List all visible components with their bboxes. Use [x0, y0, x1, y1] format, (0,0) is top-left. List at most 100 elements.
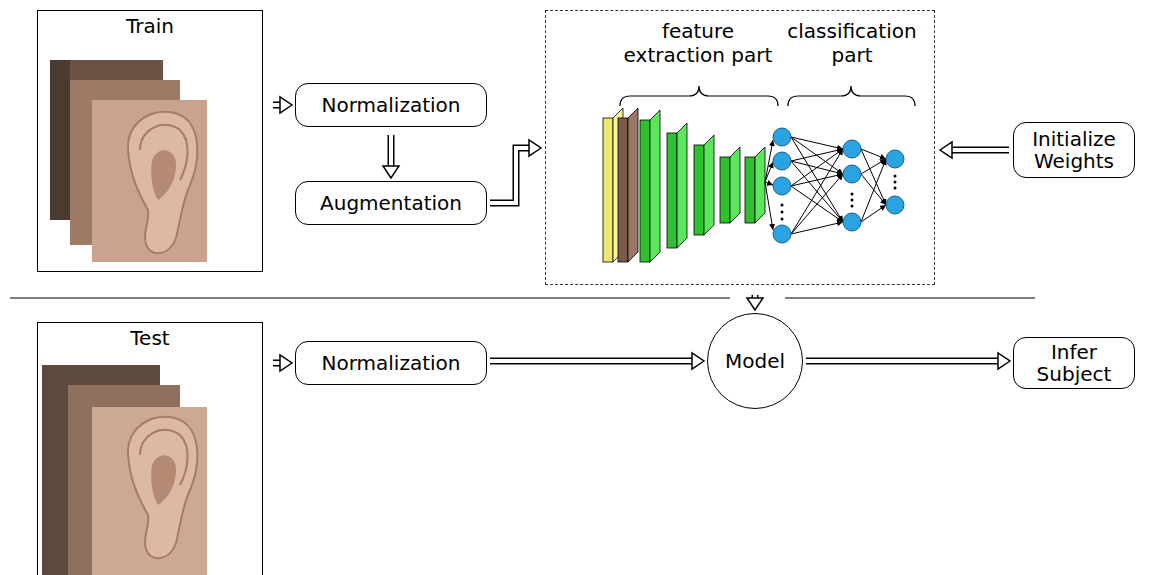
- separator-line: [10, 297, 730, 298]
- curly-brace: [620, 86, 778, 106]
- box-label: Normalization: [322, 352, 461, 374]
- dense-connections: [765, 182, 773, 230]
- dense-connections: [791, 137, 843, 174]
- ellipsis-dots: [894, 181, 897, 184]
- hollow-arrow: [747, 295, 763, 310]
- ellipsis-dots: [894, 187, 897, 190]
- cnn-layers: [640, 120, 650, 262]
- arrow-head: [747, 298, 763, 310]
- arrow-head: [998, 353, 1010, 369]
- hollow-arrow: [806, 353, 1010, 369]
- dense-connections: [791, 174, 843, 186]
- dense-connections: [791, 149, 843, 186]
- output-box: Infer Subject: [1013, 337, 1135, 389]
- arrow-inner: [490, 148, 530, 203]
- hollow-arrow: [490, 140, 541, 203]
- box-label: Model: [725, 350, 785, 372]
- cnn-layers: [628, 108, 638, 262]
- test-images: [92, 407, 207, 575]
- neurons: [773, 225, 791, 243]
- cnn-layers: [603, 118, 613, 262]
- part-label: feature extraction part: [613, 19, 783, 67]
- train-images: [92, 100, 207, 262]
- process-box: Initialize Weights: [1013, 122, 1135, 178]
- dense-connections: [861, 205, 886, 222]
- neurons: [773, 128, 791, 146]
- neurons: [886, 150, 904, 168]
- neurons: [843, 140, 861, 158]
- neurons: [843, 213, 861, 231]
- arrow-outline: [388, 135, 395, 167]
- cnn-layers: [677, 123, 687, 248]
- hollow-arrow: [490, 353, 704, 369]
- box-label: Normalization: [322, 94, 461, 116]
- box-label: Initialize Weights: [1021, 128, 1127, 172]
- train-images: [128, 112, 197, 253]
- arrow-inner: [389, 135, 393, 167]
- model-circle: Model: [707, 313, 803, 409]
- dense-connections: [791, 149, 843, 234]
- arrow-head: [280, 97, 292, 113]
- dense-connections: [791, 222, 843, 234]
- ellipsis-dots: [781, 211, 784, 214]
- cnn-layers: [618, 118, 628, 262]
- process-box: Normalization: [295, 341, 487, 385]
- hollow-arrow: [383, 135, 399, 178]
- hollow-arrow: [940, 142, 1009, 158]
- cnn-layers: [694, 145, 704, 235]
- cnn-layers: [745, 157, 755, 223]
- dense-connections: [765, 137, 886, 234]
- network-box: feature extraction partclassification pa…: [545, 10, 935, 285]
- process-box: Augmentation: [295, 181, 487, 225]
- ellipsis-dots: [851, 199, 854, 202]
- ellipsis-dots: [781, 175, 897, 221]
- cnn-layers: [720, 157, 730, 223]
- arrow-head: [383, 166, 399, 178]
- arrow-head: [940, 142, 952, 158]
- cnn-layers: [730, 147, 740, 223]
- ellipsis-dots: [851, 205, 854, 208]
- ellipsis-dots: [781, 218, 784, 221]
- arrow-inner: [490, 359, 693, 363]
- ellipsis-dots: [851, 193, 854, 196]
- arrow-inner: [806, 359, 999, 363]
- train-images: [50, 60, 70, 220]
- neurons: [773, 177, 791, 195]
- hollow-arrow: [273, 355, 292, 371]
- arrow-head: [692, 353, 704, 369]
- dense-connections: [861, 149, 886, 205]
- process-box: Normalization: [295, 83, 487, 127]
- arrow-outline: [951, 147, 1009, 154]
- dense-connections: [765, 182, 773, 185]
- hollow-arrow: [273, 97, 292, 113]
- dense-connections: [765, 162, 773, 182]
- separator-line: [785, 297, 1035, 298]
- dense-connections: [791, 137, 843, 222]
- dense-connections: [861, 159, 886, 222]
- neurons: [773, 128, 904, 243]
- arrow-inner: [951, 148, 1009, 152]
- train-images: [50, 60, 207, 262]
- box-label: Infer Subject: [1021, 341, 1127, 385]
- input-panel: Train: [37, 10, 263, 272]
- arrow-head: [529, 140, 541, 156]
- cnn-layers: [650, 110, 660, 262]
- neurons: [843, 165, 861, 183]
- curly-brace: [788, 86, 915, 106]
- ellipsis-dots: [894, 175, 897, 178]
- cnn-layers: [704, 135, 714, 235]
- cnn-layers: [755, 147, 765, 223]
- dense-connections: [861, 159, 886, 174]
- test-images: [128, 417, 197, 558]
- box-label: Augmentation: [320, 192, 462, 214]
- arrow-outline: [490, 148, 530, 203]
- neurons: [886, 196, 904, 214]
- arrow-outline: [490, 358, 693, 365]
- cnn-layers: [667, 133, 677, 248]
- neurons: [773, 152, 791, 170]
- arrow-outline: [806, 358, 999, 365]
- test-images: [42, 365, 207, 575]
